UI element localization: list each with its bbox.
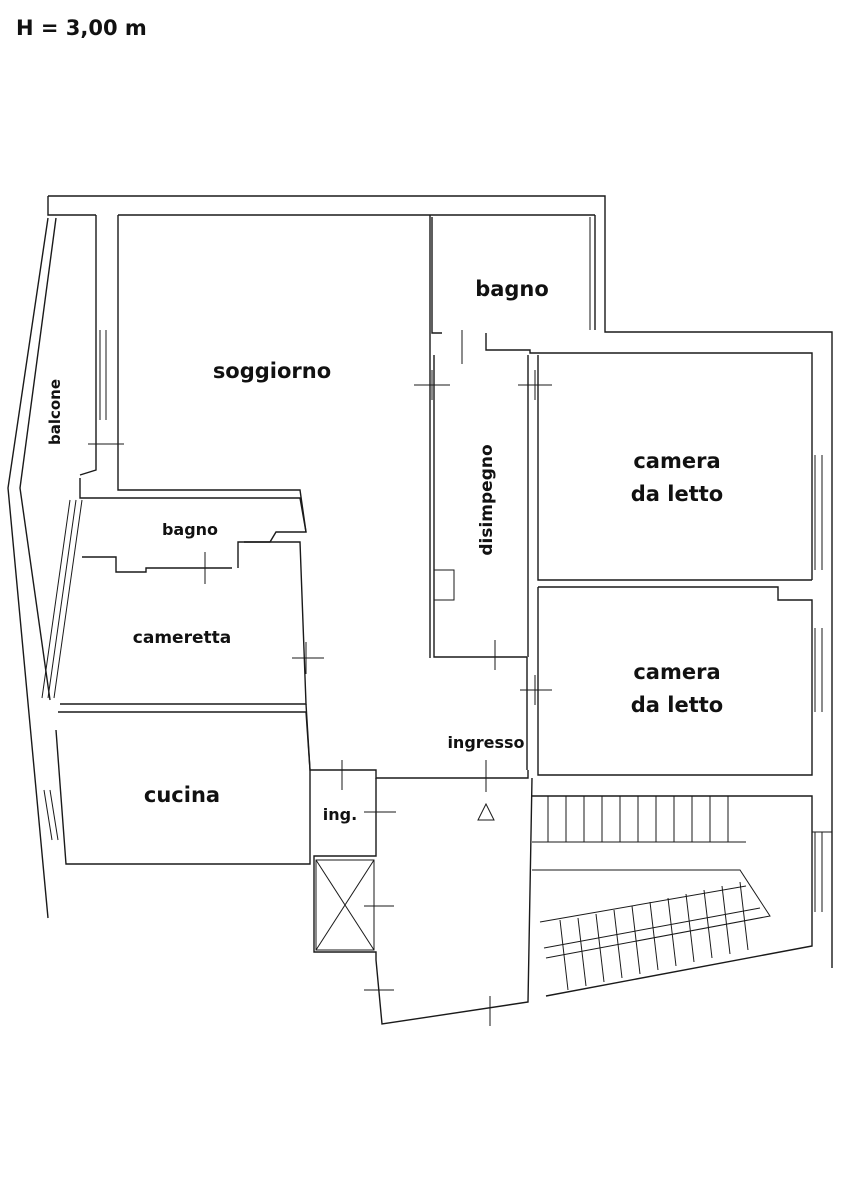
cameretta-walls bbox=[41, 499, 324, 705]
label-ingresso: ingresso bbox=[447, 733, 524, 752]
label-camera-1-line1: camera bbox=[633, 449, 720, 473]
camera-1-walls bbox=[537, 355, 823, 581]
label-disimpegno: disimpegno bbox=[477, 444, 497, 555]
label-soggiorno: soggiorno bbox=[213, 359, 331, 383]
soggiorno-walls bbox=[79, 215, 431, 658]
label-cucina: cucina bbox=[144, 783, 220, 807]
stairs bbox=[532, 795, 832, 997]
bagno-small-walls bbox=[79, 478, 307, 584]
disimpegno-walls bbox=[414, 355, 552, 670]
outer-walls bbox=[7, 195, 833, 968]
label-bagno-small: bagno bbox=[162, 520, 218, 539]
cucina-walls bbox=[43, 711, 396, 865]
camera-2-walls bbox=[520, 586, 823, 776]
label-camera-2-line2: da letto bbox=[631, 693, 723, 717]
ceiling-height-note: H = 3,00 m bbox=[16, 16, 147, 40]
label-balcone: balcone bbox=[46, 379, 64, 445]
label-camera-2-line1: camera bbox=[633, 660, 720, 684]
label-bagno-main: bagno bbox=[475, 277, 549, 301]
bagno-main-walls bbox=[431, 217, 813, 580]
label-camera-1-line2: da letto bbox=[631, 482, 723, 506]
landing-walls bbox=[313, 777, 533, 1026]
ingresso-walls bbox=[305, 657, 529, 792]
label-ing: ing. bbox=[323, 805, 357, 824]
label-cameretta: cameretta bbox=[133, 628, 231, 648]
